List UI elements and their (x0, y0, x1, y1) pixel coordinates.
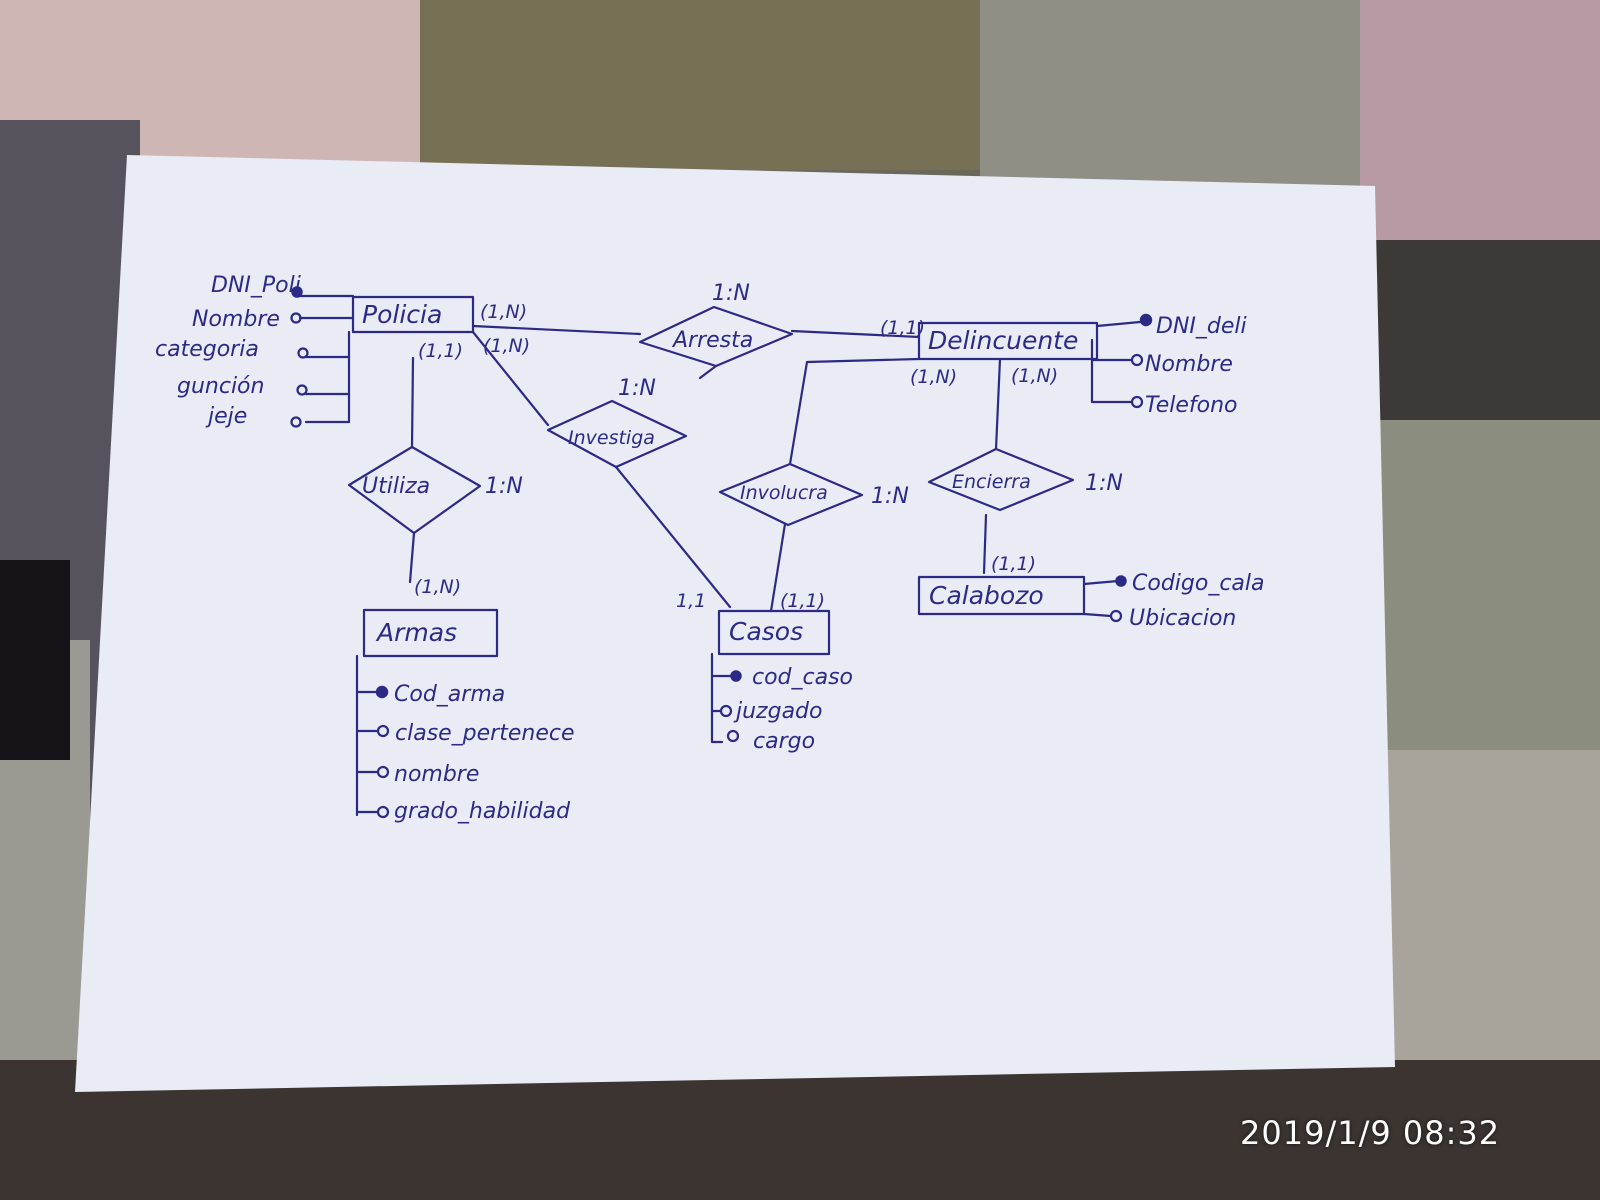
attribute-jefe: jeje (205, 404, 247, 429)
entity-label: Delincuente (928, 326, 1078, 355)
participation-policia-utiliza: (1,1) (418, 340, 463, 362)
relationship-label: Encierra (952, 471, 1031, 493)
participation-policia-arresta: (1,N) (480, 301, 527, 323)
cardinality-label: 1:N (871, 484, 909, 509)
attribute-juzgado: juzgado (733, 699, 822, 724)
relationship-utiliza: Utiliza 1:N (347, 445, 523, 535)
relationship-encierra: Encierra 1:N (927, 447, 1123, 512)
entity-policia: Policia (351, 295, 475, 334)
relationship-label: Arresta (671, 328, 753, 353)
attribute-grado-habilidad: grado_habilidad (394, 799, 571, 824)
participation-casos-investiga: 1,1 (676, 590, 706, 612)
key-attribute-dot (291, 286, 303, 298)
attribute-dni-poli: DNI_Poli (211, 273, 301, 298)
attribute-codigo-cala: Codigo_cala (1132, 571, 1265, 596)
cardinality-label: 1:N (618, 376, 656, 401)
photo-timestamp: 2019/1/9 08:32 (1240, 1114, 1501, 1152)
attribute-nombre: Nombre (1145, 352, 1233, 377)
entity-delincuente: Delincuente (917, 321, 1099, 361)
attribute-cargo: cargo (753, 729, 815, 754)
entity-label: Calabozo (929, 581, 1044, 610)
participation-delincuente-encierra: (1,N) (1011, 365, 1058, 387)
relationship-involucra: Involucra 1:N (718, 462, 909, 527)
participation-delincuente-involucra: (1,N) (910, 366, 957, 388)
participation-armas-utiliza: (1,N) (414, 576, 461, 598)
relationship-label: Investiga (568, 427, 655, 449)
key-attribute-dot (730, 670, 742, 682)
key-attribute-dot (1139, 313, 1153, 327)
attribute-categoria: categoria (155, 337, 259, 362)
entity-label: Armas (375, 618, 457, 647)
participation-policia-investiga: (1,N) (483, 335, 530, 357)
attribute-ubicacion: Ubicacion (1129, 606, 1236, 631)
attribute-dni-deli: DNI_deli (1156, 314, 1247, 339)
participation-calabozo-encierra: (1,1) (991, 553, 1036, 575)
entity-casos: Casos (717, 609, 831, 656)
cardinality-label: 1:N (712, 281, 750, 306)
entity-armas: Armas (362, 608, 499, 658)
relationship-label: Utiliza (362, 474, 430, 499)
attribute-funcion: gunción (177, 374, 264, 399)
cardinality-label: 1:N (485, 474, 523, 499)
relationship-label: Involucra (740, 482, 828, 504)
key-attribute-dot (1115, 575, 1127, 587)
attribute-cod-caso: cod_caso (752, 665, 853, 690)
key-attribute-dot (375, 685, 389, 699)
entity-calabozo: Calabozo (917, 575, 1086, 616)
cardinality-label: 1:N (1085, 471, 1123, 496)
attribute-telefono: Telefono (1145, 393, 1238, 418)
relationship-investiga: Investiga 1:N (546, 376, 688, 469)
relationship-arresta: Arresta 1:N (638, 281, 794, 368)
paper-sheet (75, 155, 1395, 1092)
attribute-clase-pertenece: clase_pertenece (395, 721, 575, 746)
attribute-cod-arma: Cod_arma (394, 682, 505, 707)
entity-label: Casos (729, 617, 803, 646)
entity-label: Policia (362, 300, 442, 329)
attribute-nombre: nombre (394, 762, 479, 787)
attribute-nombre: Nombre (192, 307, 280, 332)
participation-delincuente-arresta: (1,1) (880, 317, 925, 339)
participation-casos-involucra: (1,1) (780, 590, 825, 612)
